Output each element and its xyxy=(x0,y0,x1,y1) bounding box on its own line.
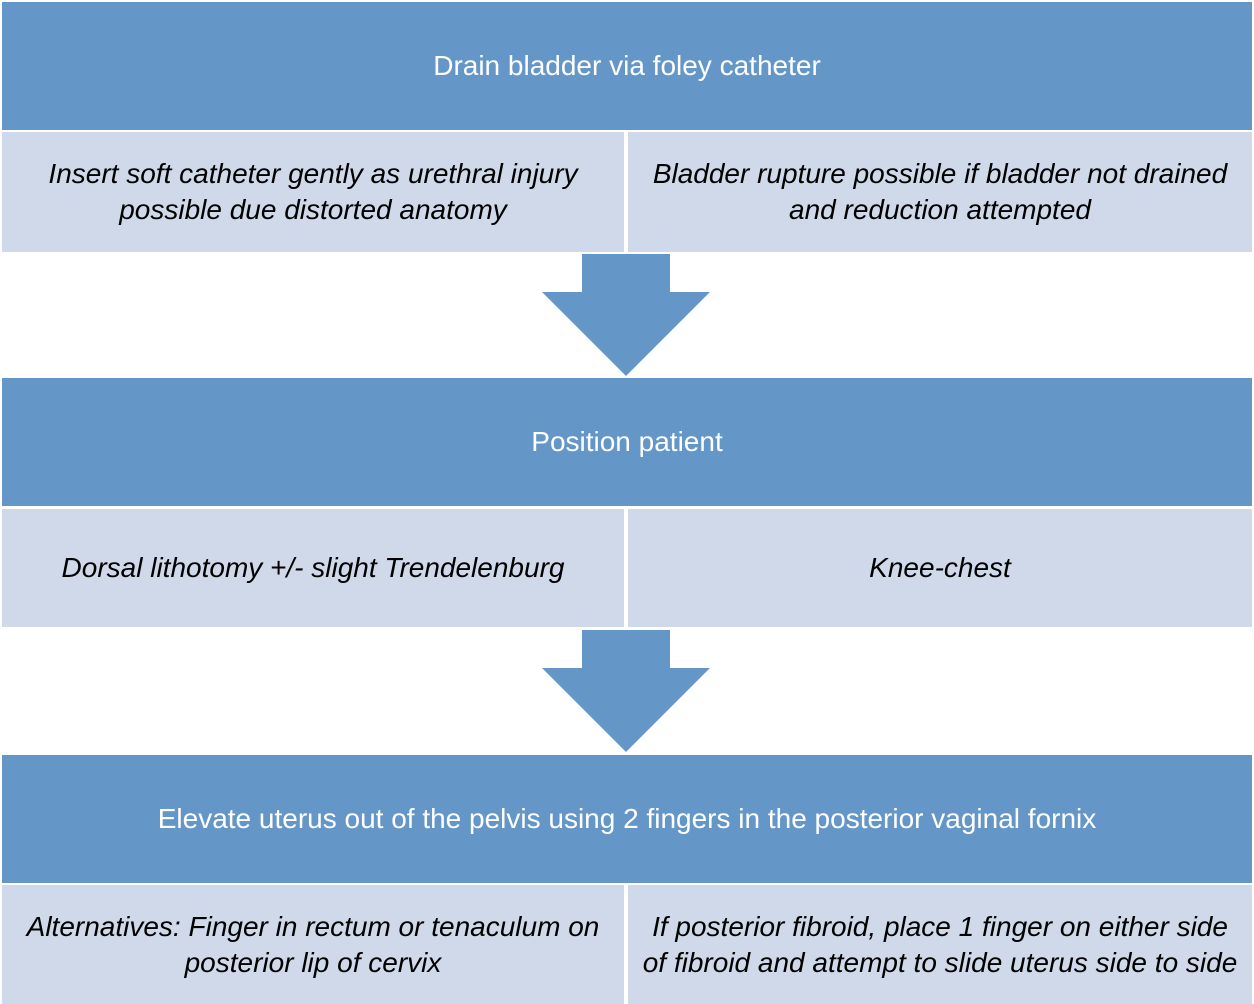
step-2-left-note-text: Dorsal lithotomy +/- slight Trendelenbur… xyxy=(61,552,565,583)
step-3-right-note-text: If posterior fibroid, place 1 finger on … xyxy=(642,910,1238,978)
step-2-left-note: Dorsal lithotomy +/- slight Trendelenbur… xyxy=(2,509,624,627)
step-1-right-note: Bladder rupture possible if bladder not … xyxy=(628,132,1252,252)
step-3-right-note: If posterior fibroid, place 1 finger on … xyxy=(628,885,1252,1004)
step-1-right-note-text: Bladder rupture possible if bladder not … xyxy=(652,158,1228,225)
step-1-left-note: Insert soft catheter gently as urethral … xyxy=(2,132,624,252)
step-1-header: Drain bladder via foley catheter xyxy=(2,2,1252,130)
down-arrow-icon xyxy=(540,630,712,754)
step-3-left-note-text: Alternatives: Finger in rectum or tenacu… xyxy=(26,910,600,978)
step-3-left-note: Alternatives: Finger in rectum or tenacu… xyxy=(2,885,624,1004)
step-3-header: Elevate uterus out of the pelvis using 2… xyxy=(2,755,1252,883)
step-2-title: Position patient xyxy=(531,426,723,457)
down-arrow-icon xyxy=(540,254,712,378)
step-1-title: Drain bladder via foley catheter xyxy=(433,50,821,81)
step-2-header: Position patient xyxy=(2,378,1252,506)
step-1-left-note-text: Insert soft catheter gently as urethral … xyxy=(48,158,578,225)
step-3-title: Elevate uterus out of the pelvis using 2… xyxy=(157,803,1097,834)
step-2-right-note-text: Knee-chest xyxy=(869,552,1011,583)
step-2-right-note: Knee-chest xyxy=(628,509,1252,627)
